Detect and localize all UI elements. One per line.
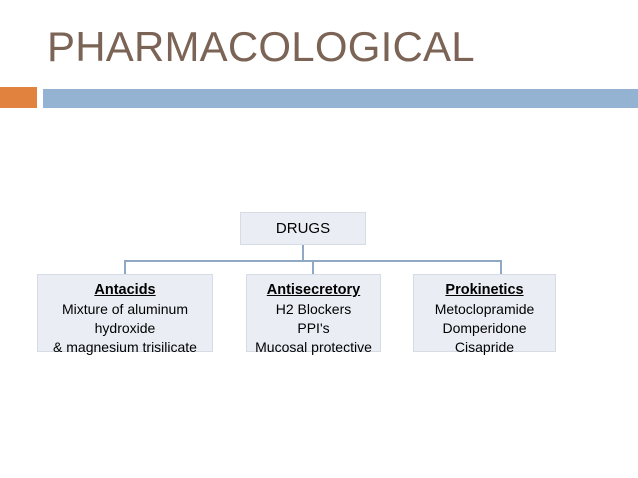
diagram-node-prokinetics-line-3: Cisapride — [454, 339, 515, 355]
connector-branch-prokinetics — [500, 260, 502, 274]
diagram-node-prokinetics-heading: Prokinetics — [445, 282, 524, 298]
diagram-node-antacids-line-2: hydroxide — [94, 320, 156, 336]
diagram-node-antisecretory-heading: Antisecretory — [266, 282, 361, 298]
diagram-node-prokinetics-line-1: Metoclopramide — [434, 301, 535, 317]
diagram-node-prokinetics[interactable]: Prokinetics Metoclopramide Domperidone C… — [413, 274, 556, 355]
diagram-node-drugs[interactable]: DRUGS — [240, 212, 366, 245]
diagram-node-antisecretory-line-2: PPI's — [297, 320, 330, 336]
connector-root-stem — [302, 245, 304, 261]
diagram-node-antisecretory-line-3: Mucosal protective — [255, 339, 372, 355]
diagram-node-prokinetics-line-2: Domperidone — [442, 320, 527, 336]
diagram-node-antacids-line-3: & magnesium trisilicate — [53, 339, 197, 355]
connector-branch-antacids — [124, 260, 126, 274]
diagram-node-drugs-label: DRUGS — [275, 220, 331, 237]
diagram-node-antisecretory[interactable]: Antisecretory H2 Blockers PPI's Mucosal … — [246, 274, 381, 355]
divider-accent-block — [0, 87, 37, 108]
diagram-node-antacids-line-1: Mixture of aluminum — [61, 301, 189, 317]
diagram-node-antacids[interactable]: Antacids Mixture of aluminum hydroxide &… — [37, 274, 213, 355]
diagram-node-antisecretory-line-1: H2 Blockers — [275, 301, 352, 317]
divider-bar — [43, 89, 638, 108]
page-title: PHARMACOLOGICAL — [47, 23, 475, 70]
diagram-node-antacids-heading: Antacids — [94, 282, 156, 298]
connector-branch-antisecretory — [312, 260, 314, 274]
